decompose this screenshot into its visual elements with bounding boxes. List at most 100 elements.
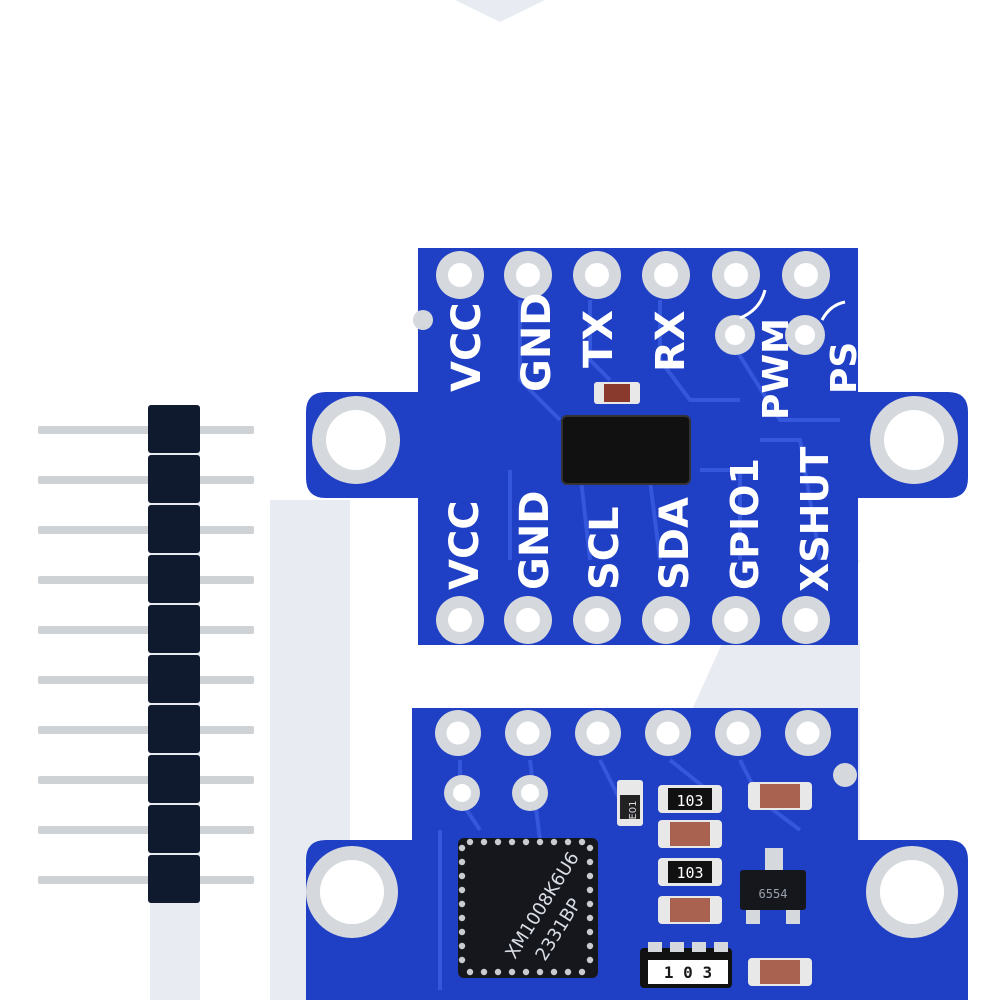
chip-pin	[458, 886, 466, 894]
chip-pin	[586, 858, 594, 866]
label-ps: PS	[824, 342, 865, 394]
header-plastic-segment	[148, 405, 200, 453]
chip-pin	[586, 886, 594, 894]
label-gnd-bottom: GND	[512, 490, 558, 590]
solder-pad-hole	[726, 721, 750, 745]
solder-pad-hole	[794, 608, 818, 632]
solder-pad-hole	[656, 721, 680, 745]
label-gpio1: GPIO1	[723, 458, 767, 590]
chip-pin	[458, 928, 466, 936]
chip-pin	[480, 968, 488, 976]
header-plastic-segment	[148, 855, 200, 903]
chip-pin	[550, 968, 558, 976]
silk-labels-top-row: VCC GND TX RX PWM PS	[444, 292, 865, 420]
chip-pin	[564, 838, 572, 846]
solder-pad-hole	[794, 263, 818, 287]
pad-row-bottom	[436, 596, 830, 644]
header-pin	[38, 876, 254, 884]
chip-pin	[508, 838, 516, 846]
chip-pin	[466, 838, 474, 846]
mounting-hole-left-top	[312, 396, 400, 484]
chip-pin	[494, 838, 502, 846]
chip-pin	[586, 956, 594, 964]
header-pin	[38, 726, 254, 734]
solder-pad-hole	[516, 721, 540, 745]
pad-pwm	[715, 315, 755, 355]
chip-pin	[586, 900, 594, 908]
solder-pad-hole	[448, 263, 472, 287]
mounting-hole-right-bottom	[866, 846, 958, 938]
header-pin	[38, 526, 254, 534]
label-gnd-top: GND	[514, 292, 560, 392]
label-xshut: XSHUT	[793, 447, 837, 592]
header-plastic-segment	[148, 755, 200, 803]
chip-pin	[578, 968, 586, 976]
fiducial-mark	[833, 763, 857, 787]
silk-curve-pwm	[739, 289, 767, 320]
solder-pad-hole	[654, 608, 678, 632]
solder-pad-hole	[586, 721, 610, 745]
header-pin	[38, 776, 254, 784]
solder-pad-hole	[448, 608, 472, 632]
silk-curve-ps	[820, 300, 846, 321]
transistor-sot23: 6554	[740, 848, 806, 924]
solder-pad-hole	[724, 263, 748, 287]
solder-pad-hole	[796, 721, 820, 745]
label-tx: TX	[576, 310, 622, 368]
svg-text:E01: E01	[628, 800, 639, 819]
chip-pin	[480, 838, 488, 846]
silk-labels-bottom-row: VCC GND SCL SDA GPIO1 XSHUT	[442, 447, 837, 592]
mcu-chip: XM1008K6U6 2331BP	[458, 838, 598, 978]
solder-pad-hole	[724, 608, 748, 632]
chip-pin	[522, 968, 530, 976]
solder-pad-hole	[516, 263, 540, 287]
pad-small-left-1	[444, 775, 480, 811]
mcu-chip-pins	[458, 838, 594, 976]
solder-pad-hole	[585, 608, 609, 632]
mounting-hole-right-top	[870, 396, 958, 484]
chip-pin	[586, 914, 594, 922]
chip-pin	[458, 858, 466, 866]
header-pin	[38, 626, 254, 634]
pad-row-bottom-board	[435, 710, 831, 756]
resistor-array-103: 1 0 3	[640, 942, 732, 988]
chip-pin	[536, 968, 544, 976]
chip-pin	[458, 844, 466, 852]
solder-pad-hole	[446, 721, 470, 745]
chip-pin	[564, 968, 572, 976]
smd-part-e01: E01	[617, 780, 643, 826]
pin-header-strip	[38, 405, 254, 903]
chip-pin	[494, 968, 502, 976]
smd-resistor-103-a: 103	[658, 785, 722, 813]
label-scl: SCL	[582, 506, 628, 590]
label-pwm: PWM	[756, 318, 797, 420]
chip-pin	[586, 844, 594, 852]
sensor-board-top: VCC GND TX RX PWM PS VCC GND SCL SDA GPI…	[306, 248, 968, 645]
chip-pin	[536, 838, 544, 846]
header-pin	[38, 826, 254, 834]
chip-pin	[458, 900, 466, 908]
pin1-marker	[413, 310, 433, 330]
label-vcc-top: VCC	[444, 302, 490, 392]
svg-text:103: 103	[676, 792, 703, 810]
header-plastic-segment	[148, 655, 200, 703]
svg-text:6554: 6554	[759, 887, 788, 901]
header-plastic-segment	[148, 605, 200, 653]
solder-pad-hole	[654, 263, 678, 287]
watermark-top-arrow	[455, 0, 545, 22]
smd-resistor-103-b: 103	[658, 858, 722, 886]
header-pin	[38, 576, 254, 584]
header-pin	[38, 676, 254, 684]
smd-capacitor-4	[748, 958, 812, 986]
chip-pin	[458, 914, 466, 922]
pad-small-left-2	[512, 775, 548, 811]
mounting-hole-left-bottom	[306, 846, 398, 938]
chip-pin	[458, 942, 466, 950]
header-plastic-segment	[148, 455, 200, 503]
pcb-outline-bottom	[306, 708, 968, 1000]
header-pin	[38, 476, 254, 484]
chip-pin	[550, 838, 558, 846]
chip-pin	[508, 968, 516, 976]
label-rx: RX	[648, 310, 694, 372]
